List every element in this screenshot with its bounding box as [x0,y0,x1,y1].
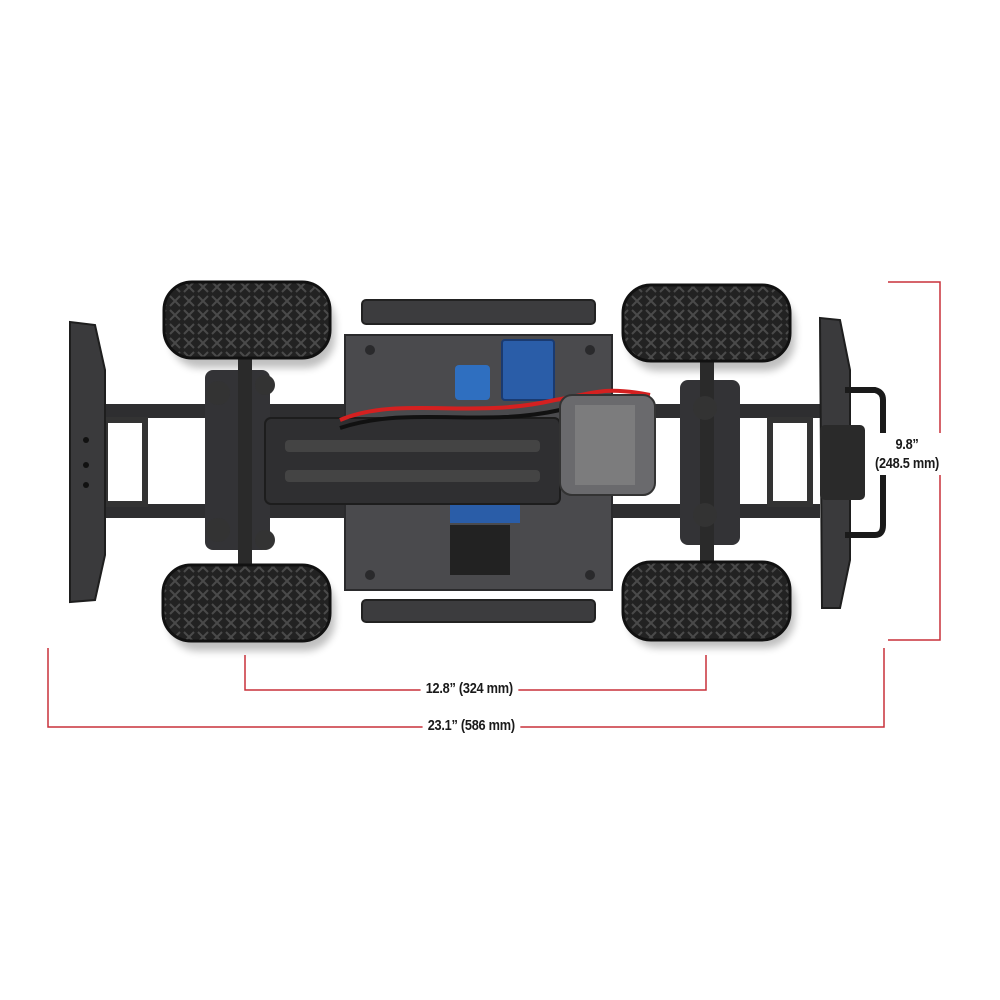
front-bumper [69,320,106,604]
tire-rear-left [621,283,792,363]
rock-slider-top [361,299,596,325]
wheelbase-label: 12.8” (324 mm) [420,680,518,697]
rock-slider-bottom [361,599,596,623]
tires [161,280,792,643]
tire-front-left [162,280,332,360]
receiver [455,365,490,400]
height-label: 9.8” (248.5 mm) [868,433,946,475]
battery-tray [264,417,561,505]
tire-rear-right [621,560,792,642]
height-mm: (248.5 mm) [874,455,940,472]
tire-front-right [161,563,332,643]
height-inches: 9.8” [895,436,919,453]
esc [501,339,555,401]
length-label: 23.1” (586 mm) [422,717,520,734]
front-axle [205,370,270,550]
servo [450,525,510,575]
